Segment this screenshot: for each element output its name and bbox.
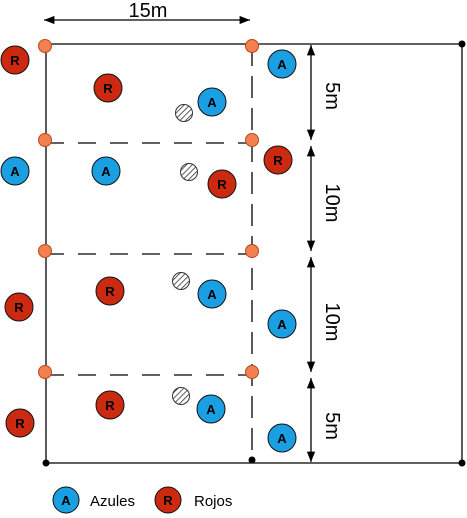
width-dimension: 15m: [44, 0, 250, 25]
corner-dot: [42, 459, 50, 467]
legend-blue-label: Azules: [90, 493, 135, 510]
ball-icon: [172, 272, 190, 290]
red-player: R: [207, 169, 237, 199]
dim-label-seg2: 10m: [321, 184, 343, 223]
dim-label-seg3: 10m: [321, 303, 343, 342]
red-player: R: [95, 276, 125, 306]
corner-dots: [42, 40, 466, 467]
red-player: R: [4, 292, 34, 322]
svg-text:R: R: [15, 416, 25, 431]
blue-player: A: [0, 156, 30, 186]
blue-player: A: [91, 156, 121, 186]
cone: [38, 365, 52, 379]
cone: [38, 39, 52, 53]
svg-text:A: A: [10, 164, 20, 179]
svg-text:R: R: [217, 177, 227, 192]
blue-player: A: [267, 49, 297, 79]
dim-label-seg1: 5m: [321, 82, 343, 110]
blue-players: A A A A A A A A: [0, 49, 297, 453]
height-dimensions: 5m 10m 10m 5m: [306, 45, 343, 462]
corner-dot: [458, 40, 466, 48]
svg-text:R: R: [105, 398, 115, 413]
cone: [38, 244, 52, 258]
red-player: R: [0, 45, 30, 75]
blue-player: A: [196, 394, 226, 424]
svg-text:R: R: [273, 153, 283, 168]
red-player: R: [5, 408, 35, 438]
red-player: R: [93, 73, 123, 103]
legend: A Azules R Rojos: [52, 486, 232, 514]
blue-player: A: [267, 309, 297, 339]
blue-player: A: [267, 423, 297, 453]
svg-text:A: A: [277, 317, 287, 332]
legend-red-label: Rojos: [194, 493, 232, 510]
legend-blue-swatch: A: [52, 486, 80, 514]
svg-text:A: A: [207, 95, 217, 110]
red-player: R: [263, 145, 293, 175]
svg-text:A: A: [206, 402, 216, 417]
dim-label-seg4: 5m: [321, 412, 343, 440]
legend-red-swatch: R: [154, 486, 182, 514]
svg-text:A: A: [101, 164, 111, 179]
svg-text:R: R: [14, 300, 24, 315]
cone: [245, 365, 259, 379]
ball-icon: [172, 387, 190, 405]
svg-text:R: R: [103, 81, 113, 96]
cones: [38, 39, 259, 379]
width-dimension-label: 15m: [129, 0, 168, 22]
cone: [245, 39, 259, 53]
red-players: R R R R R R R R: [0, 45, 293, 438]
red-player: R: [95, 390, 125, 420]
corner-dot: [248, 456, 256, 464]
corner-dot: [458, 459, 466, 467]
cone: [245, 244, 259, 258]
svg-text:R: R: [105, 284, 115, 299]
svg-text:A: A: [277, 431, 287, 446]
ball-icon: [175, 104, 193, 122]
svg-text:A: A: [61, 493, 71, 508]
svg-text:A: A: [207, 287, 217, 302]
blue-player: A: [197, 279, 227, 309]
svg-text:R: R: [10, 53, 20, 68]
cone: [38, 133, 52, 147]
svg-text:A: A: [277, 57, 287, 72]
cone: [245, 133, 259, 147]
blue-player: A: [197, 87, 227, 117]
svg-text:R: R: [163, 493, 173, 508]
ball-icon: [180, 163, 198, 181]
balls: [172, 104, 198, 405]
